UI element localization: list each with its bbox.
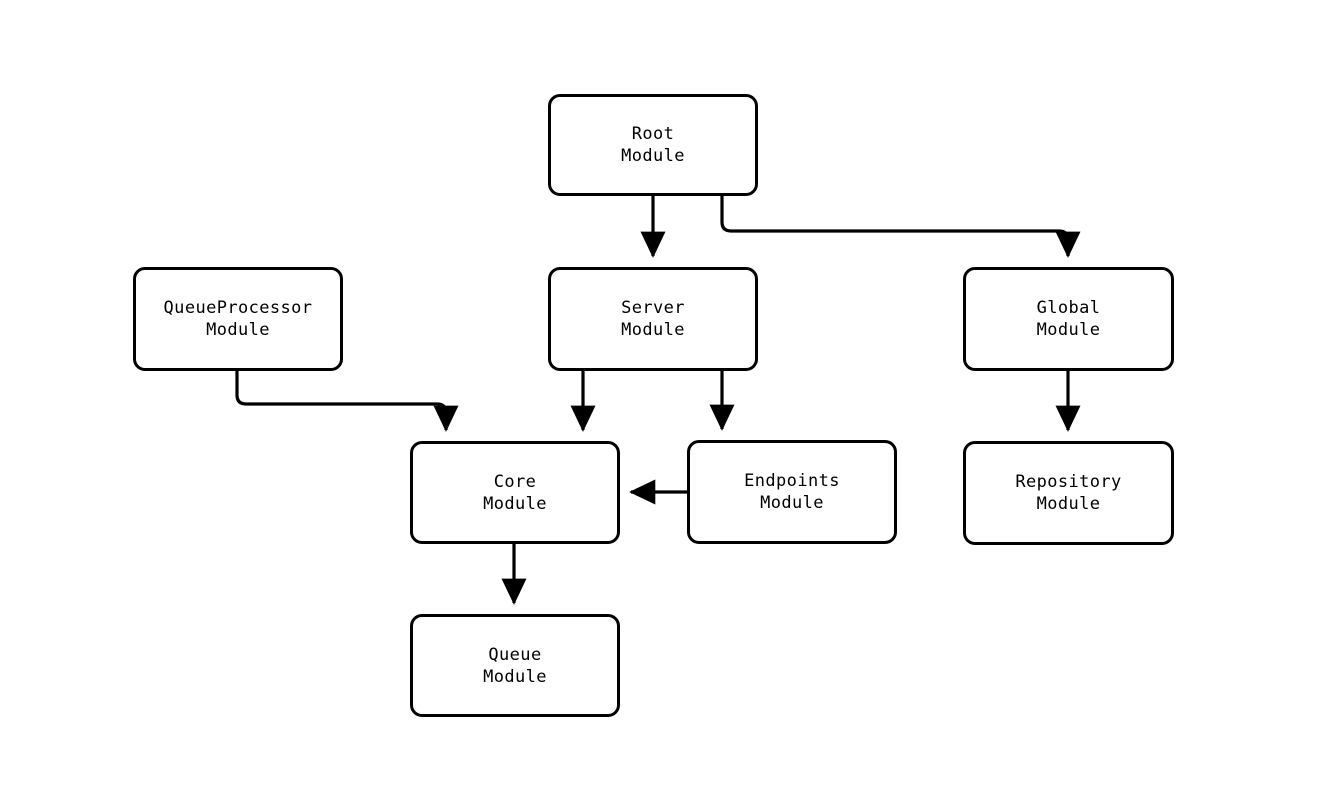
node-server-module-line2: Module bbox=[621, 320, 685, 340]
node-core-module[interactable]: Core Module bbox=[410, 441, 620, 544]
node-queue-module[interactable]: Queue Module bbox=[410, 614, 620, 717]
node-core-module-line2: Module bbox=[483, 493, 547, 514]
node-root-module-line2: Module bbox=[621, 146, 685, 166]
node-global-module-line1: Global bbox=[1036, 298, 1101, 318]
node-root-module-line1: Root bbox=[631, 124, 675, 144]
node-repository-module-line1: Repository bbox=[1015, 472, 1122, 492]
node-core-module-line1: Core bbox=[493, 471, 537, 492]
node-global-module[interactable]: Global Module bbox=[963, 267, 1174, 371]
node-endpoints-module-line1: Endpoints bbox=[744, 471, 840, 491]
node-repository-module-line2: Module bbox=[1036, 494, 1101, 514]
node-queue-module-line1: Queue bbox=[488, 644, 542, 665]
edge-queueprocessor-to-core bbox=[235, 371, 459, 432]
node-endpoints-module[interactable]: Endpoints Module bbox=[687, 440, 897, 544]
node-repository-module[interactable]: Repository Module bbox=[963, 441, 1174, 545]
node-queueprocessor-module-line2: Module bbox=[206, 320, 270, 340]
node-queueprocessor-module[interactable]: QueueProcessor Module bbox=[133, 267, 343, 371]
node-server-module[interactable]: Server Module bbox=[548, 267, 758, 371]
node-root-module[interactable]: Root Module bbox=[548, 94, 758, 196]
node-server-module-line1: Server bbox=[621, 298, 685, 318]
node-queueprocessor-module-line1: QueueProcessor bbox=[163, 298, 313, 318]
node-endpoints-module-line2: Module bbox=[760, 493, 824, 513]
node-queue-module-line2: Module bbox=[483, 666, 547, 687]
edge-root-to-global bbox=[720, 196, 1081, 258]
node-global-module-line2: Module bbox=[1036, 320, 1101, 340]
